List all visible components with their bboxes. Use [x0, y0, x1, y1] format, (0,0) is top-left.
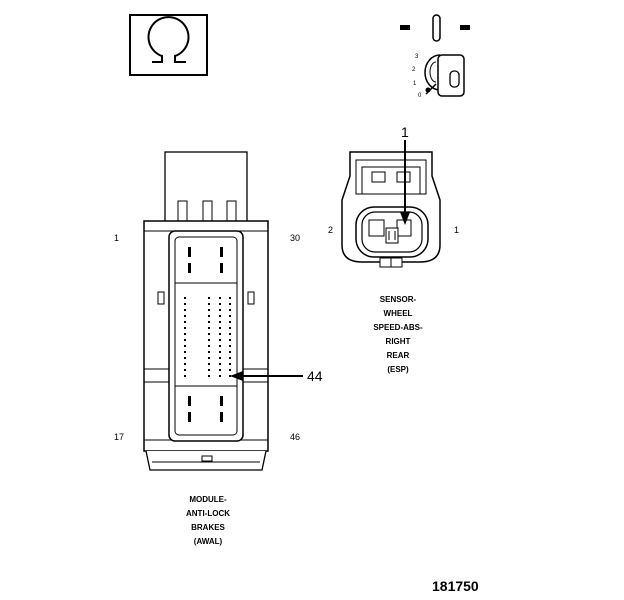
pin-cavity — [219, 333, 221, 335]
module-pin-label-46: 46 — [290, 432, 301, 442]
pin-cavity — [184, 363, 186, 365]
pin-cavity — [184, 309, 186, 311]
pin-cavity — [229, 369, 231, 371]
pin-cavity — [184, 357, 186, 359]
pin-cavity — [229, 351, 231, 353]
sensor-caption-line-1: SENSOR- — [379, 295, 417, 304]
pin-cavity — [229, 321, 231, 323]
pin-cavity — [208, 351, 210, 353]
pin-cavity — [229, 363, 231, 365]
pin-cavity — [208, 327, 210, 329]
ignition-position-1: 1 — [413, 81, 417, 87]
pin-cavity — [229, 345, 231, 347]
pin-cavity — [208, 339, 210, 341]
pin-cavity — [184, 297, 186, 299]
pin-cavity — [219, 351, 221, 353]
callout-arrow-1 — [400, 140, 410, 225]
pin-cavity — [208, 363, 210, 365]
pin-cavity — [184, 351, 186, 353]
module-caption: MODULE- ANTI-LOCK BRAKES (AWAL) — [158, 493, 258, 549]
pin-cavity — [219, 303, 221, 305]
pin-cavity — [208, 345, 210, 347]
sensor-caption-line-3: SPEED-ABS- — [373, 323, 423, 332]
pin-cavity — [229, 303, 231, 305]
pin-cavity — [208, 315, 210, 317]
module-pin-label-30: 30 — [290, 233, 301, 243]
pin-cavity — [219, 339, 221, 341]
pin-cavity — [219, 363, 221, 365]
pin-cavity — [229, 327, 231, 329]
ignition-position-3: 3 — [415, 54, 419, 60]
pin-cavity — [219, 309, 221, 311]
module-caption-line-3: BRAKES — [191, 523, 225, 532]
pin-cavity — [208, 333, 210, 335]
pin-cavity — [184, 303, 186, 305]
sensor-caption-line-4: RIGHT — [385, 337, 411, 346]
pin-cavity — [219, 321, 221, 323]
pin-cavity — [208, 369, 210, 371]
sensor-pin-label-2: 2 — [328, 225, 334, 235]
pin-cavity — [208, 357, 210, 359]
pin-cavity — [229, 339, 231, 341]
module-caption-line-4: (AWAL) — [193, 537, 223, 546]
pin-cavity — [184, 327, 186, 329]
pin-cavity — [219, 327, 221, 329]
sensor-pin-label-1: 1 — [454, 225, 460, 235]
pin-cavity — [184, 339, 186, 341]
pin-cavity — [219, 315, 221, 317]
pin-cavity — [229, 333, 231, 335]
callout-arrow-44 — [230, 371, 303, 381]
pin-cavity — [229, 309, 231, 311]
ignition-position-2: 2 — [412, 67, 416, 73]
ground-symbol-icon — [129, 14, 208, 76]
connector-pin-grid — [184, 297, 231, 377]
pin-cavity — [208, 297, 210, 299]
module-pin-label-17: 17 — [114, 432, 125, 442]
sensor-connector — [341, 151, 441, 268]
module-caption-line-2: ANTI-LOCK — [186, 509, 230, 518]
pin-cavity — [219, 369, 221, 371]
callout-number-1: 1 — [401, 124, 409, 140]
pin-cavity — [208, 309, 210, 311]
pin-cavity — [219, 357, 221, 359]
pin-cavity — [219, 375, 221, 377]
module-connector — [143, 151, 269, 471]
ignition-switch-icon — [400, 14, 470, 97]
module-caption-line-1: MODULE- — [189, 495, 227, 504]
pin-cavity — [219, 297, 221, 299]
pin-cavity — [184, 321, 186, 323]
ignition-position-0: 0 — [418, 93, 422, 99]
pin-cavity — [208, 303, 210, 305]
pin-cavity — [184, 369, 186, 371]
pin-cavity — [208, 321, 210, 323]
pin-cavity — [229, 297, 231, 299]
pin-cavity — [229, 357, 231, 359]
sensor-caption-line-2: WHEEL — [383, 309, 413, 318]
pin-cavity — [184, 315, 186, 317]
pin-cavity — [184, 375, 186, 377]
callout-number-44: 44 — [307, 368, 323, 384]
figure-number: 181750 — [432, 578, 479, 594]
pin-cavity — [208, 375, 210, 377]
sensor-caption: SENSOR- WHEEL SPEED-ABS- RIGHT REAR (ESP… — [348, 293, 448, 377]
sensor-caption-line-5: REAR — [386, 351, 410, 360]
pin-cavity — [184, 345, 186, 347]
module-pin-label-1: 1 — [114, 233, 120, 243]
sensor-caption-line-6: (ESP) — [387, 365, 409, 374]
pin-cavity — [184, 333, 186, 335]
pin-cavity — [219, 345, 221, 347]
pin-cavity — [229, 315, 231, 317]
